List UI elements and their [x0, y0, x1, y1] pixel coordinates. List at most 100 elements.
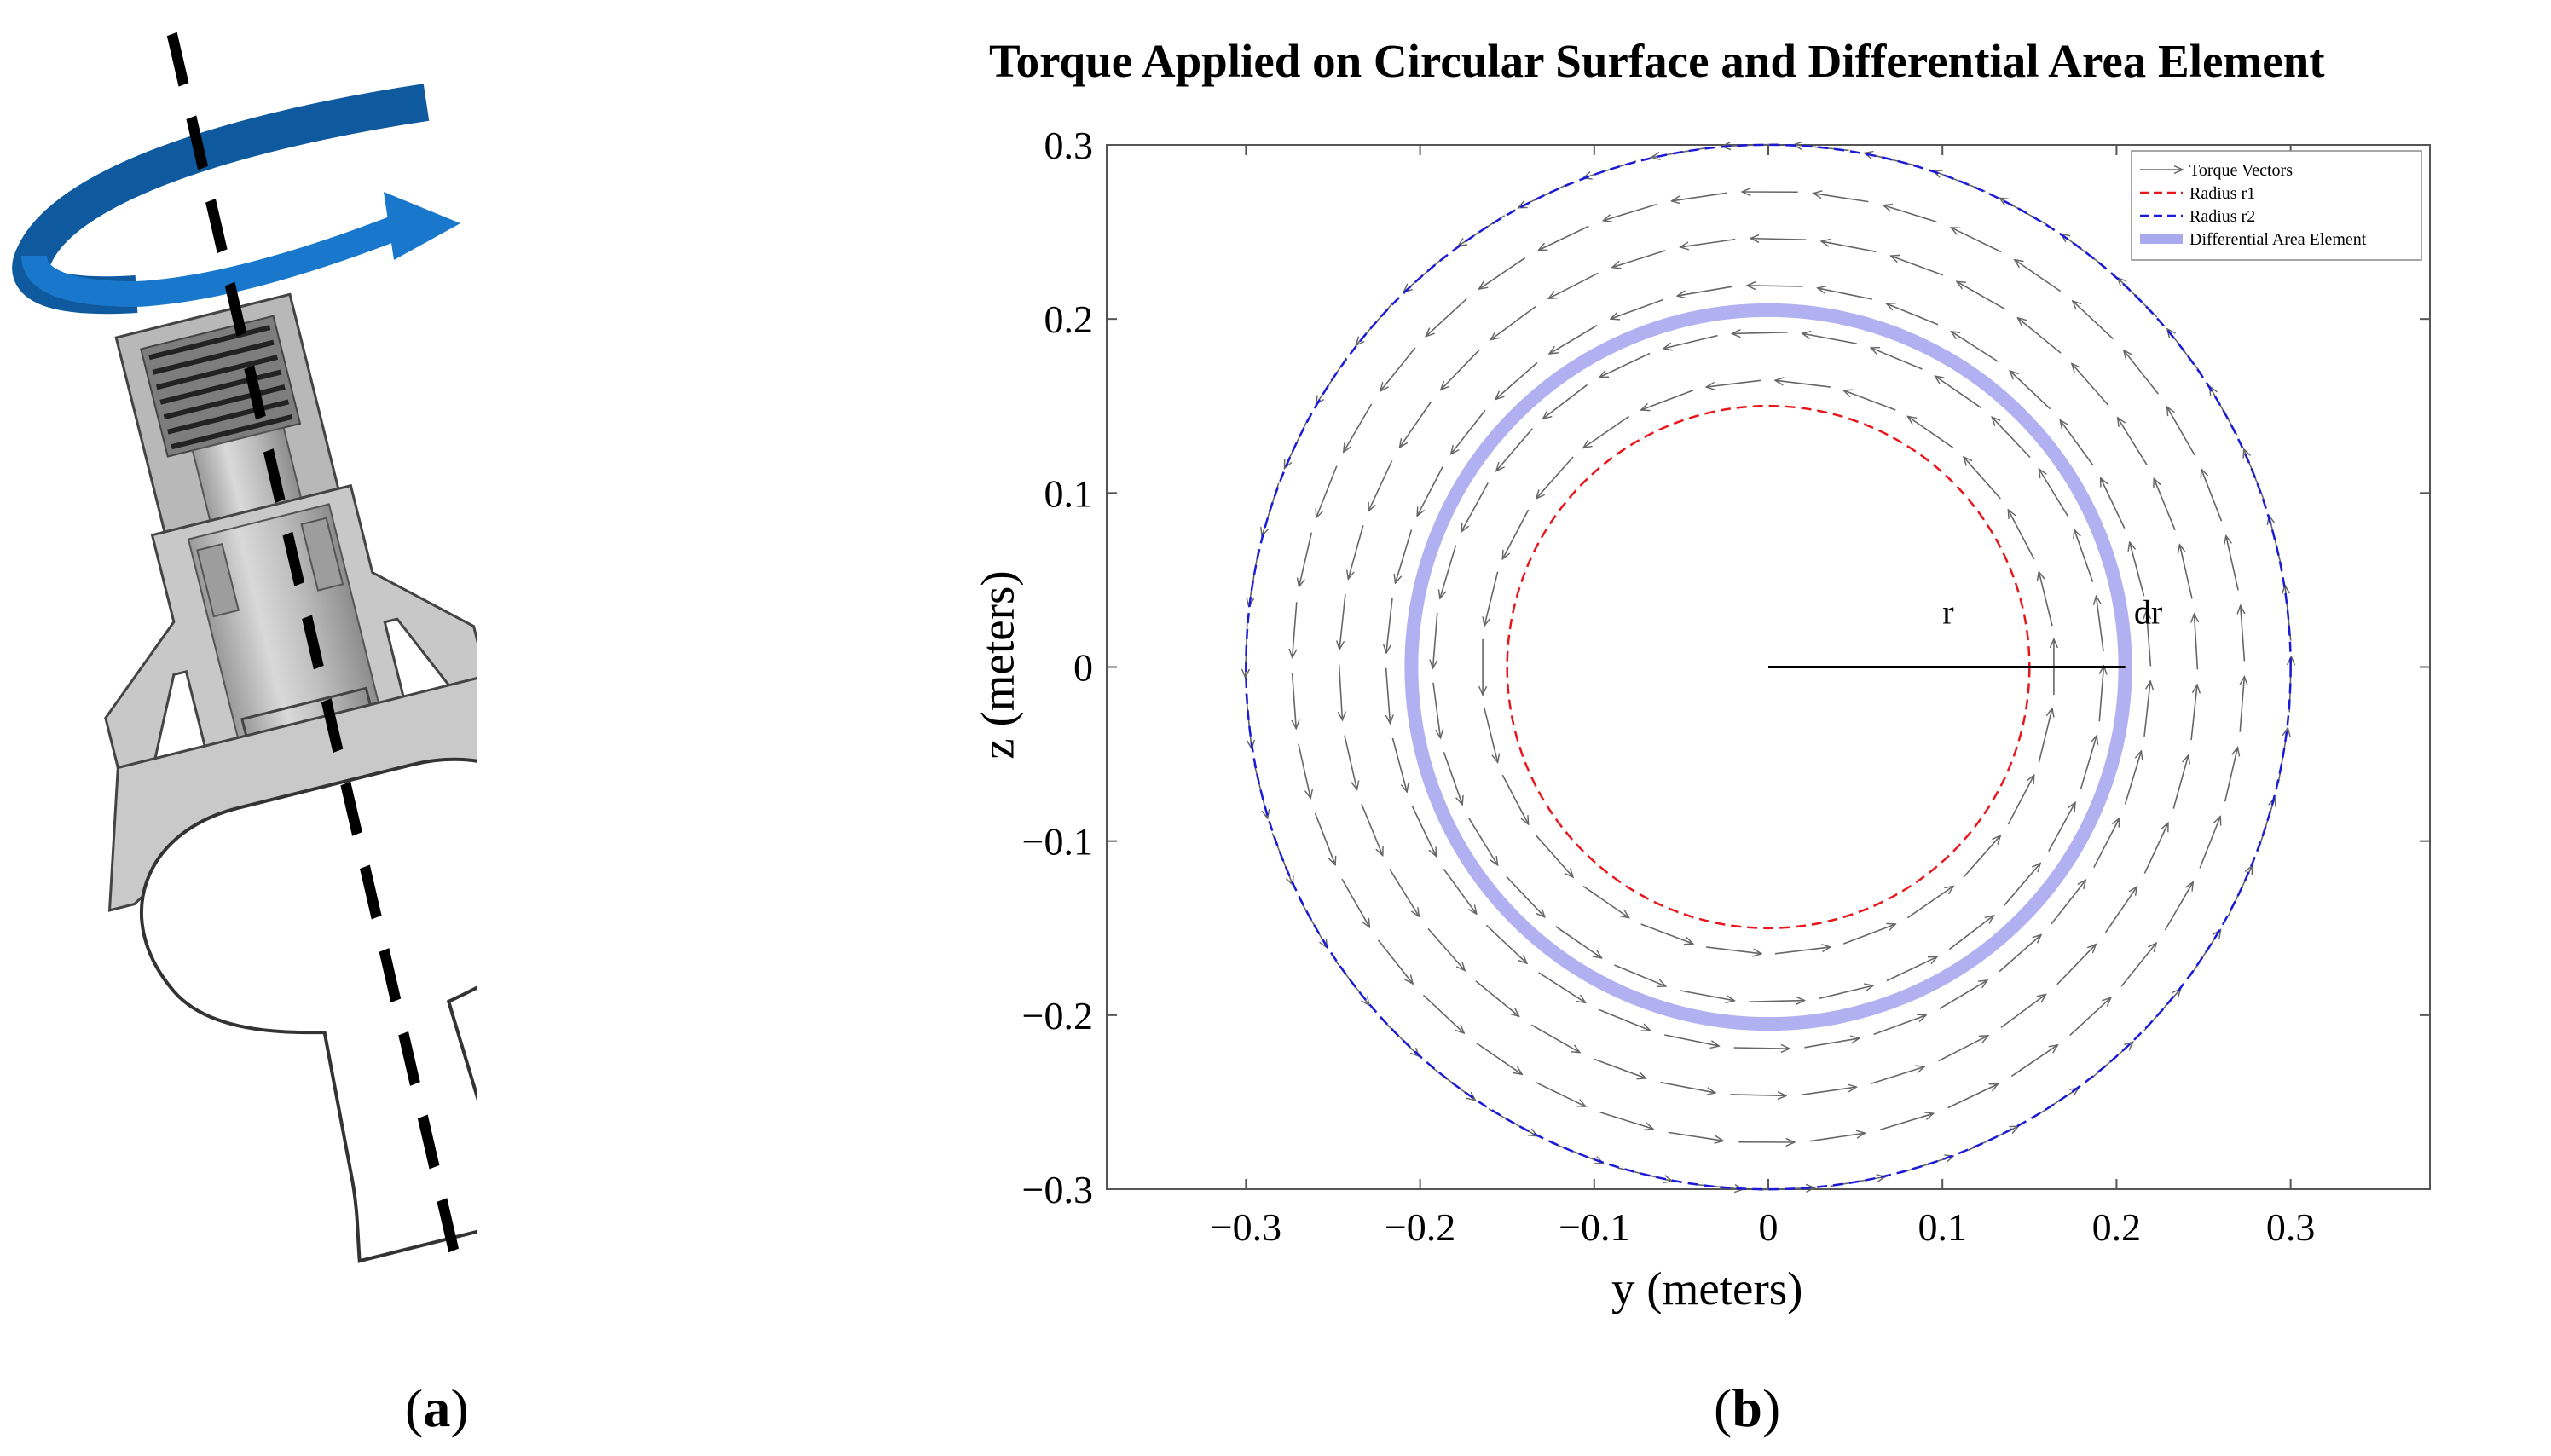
panel-a-label: (a)	[405, 1378, 469, 1438]
torque-vector-arrow	[1341, 878, 1369, 927]
torque-vector-arrow	[2073, 301, 2114, 340]
torque-vector-arrow	[1819, 985, 1873, 1000]
torque-vector-arrow	[2017, 318, 2062, 354]
torque-vector-arrow	[1293, 602, 1298, 657]
y-tick-label: 0.1	[1044, 471, 1094, 515]
torque-vector-arrow	[1443, 751, 1462, 805]
torque-vector-arrow	[1316, 465, 1338, 518]
torque-vector-arrow	[1813, 194, 1869, 203]
torque-vector-arrow	[1775, 380, 1831, 388]
torque-vector-arrow	[1641, 390, 1694, 410]
torque-vector-arrow	[1664, 1034, 1719, 1046]
torque-vector-arrow	[2124, 751, 2141, 805]
rotation-arrow-icon	[12, 84, 460, 315]
torque-vector-arrow	[1298, 743, 1310, 799]
torque-vector-arrow	[2241, 605, 2245, 662]
torque-vector-arrow	[1963, 835, 2000, 878]
torque-vector-arrow	[1871, 1066, 1924, 1084]
torque-vector-arrow	[1774, 947, 1831, 955]
torque-vector-arrow	[1506, 875, 1545, 916]
torque-vector-arrow	[2118, 418, 2148, 465]
torque-vector-arrow	[2124, 350, 2160, 395]
dr-label: dr	[2134, 592, 2162, 631]
torque-vector-arrow	[1299, 532, 1313, 587]
torque-vector-arrow	[1417, 465, 1443, 516]
torque-vector-arrow	[1361, 803, 1383, 855]
torque-vector-arrow	[1344, 735, 1357, 790]
torque-vector-arrow	[1611, 298, 1663, 320]
torque-vector-arrow	[1485, 924, 1527, 963]
torque-vector-arrow	[2226, 536, 2239, 591]
torque-vector-arrow	[1603, 204, 1657, 221]
torque-vector-arrow	[1484, 571, 1499, 626]
torque-vector-arrow	[1467, 817, 1497, 865]
torque-vector-arrow	[1842, 924, 1895, 945]
torque-vector-arrow	[2199, 817, 2220, 869]
torque-vector-arrow	[1804, 1038, 1859, 1049]
x-tick-label: −0.3	[1211, 1205, 1281, 1249]
radius-r2-circle	[1245, 143, 2292, 1191]
chart-title: Torque Applied on Circular Surface and D…	[989, 35, 2325, 87]
torque-vector-arrow	[2167, 407, 2195, 456]
torque-vector-arrow	[1583, 415, 1630, 448]
torque-vector-arrow	[1677, 286, 1732, 296]
x-tick-label: 0.1	[1918, 1205, 1967, 1249]
torque-vector-arrow	[1475, 1042, 1522, 1074]
torque-vector-arrow	[2172, 755, 2189, 809]
torque-vector-arrow	[1293, 673, 1297, 729]
torque-vector-arrow	[1680, 238, 1736, 247]
torque-vector-arrow	[2154, 478, 2176, 531]
torque-vector-arrow	[1538, 225, 1589, 250]
torque-vector-arrow	[2147, 610, 2151, 667]
torque-vector-arrow	[1377, 939, 1414, 984]
torque-vector-arrow	[1348, 525, 1364, 579]
torque-vector-arrow	[1479, 257, 1526, 290]
torque-vector-arrow	[1938, 1036, 1988, 1062]
y-tick-label: 0.3	[1044, 124, 1094, 167]
torque-vector-arrow	[2098, 666, 2103, 722]
radius-label: r	[1942, 592, 1953, 631]
legend-entry-label: Radius r2	[2189, 207, 2255, 226]
torque-vector-arrow	[2143, 681, 2150, 737]
torque-vector-arrow	[1706, 946, 1761, 954]
torque-vector-arrow	[1530, 1024, 1580, 1052]
torque-vector-arrow	[2224, 748, 2238, 802]
torque-vector-arrow	[2179, 545, 2193, 599]
torque-vector-arrow	[1368, 460, 1393, 511]
torque-vector-arrow	[2201, 469, 2223, 522]
torque-vector-arrow	[2004, 864, 2040, 906]
torque-vector-arrow	[1555, 926, 1602, 958]
torque-vector-arrow	[1935, 376, 1981, 408]
torque-vector-arrow	[1663, 334, 1718, 349]
torque-vector-arrow	[1802, 333, 1858, 344]
y-tick-label: 0.2	[1044, 298, 1094, 341]
panel-b-label: (b)	[1714, 1378, 1781, 1438]
torque-vector-arrow	[1939, 980, 1987, 1010]
torque-vector-arrow	[1951, 332, 1999, 362]
torque-vector-arrow	[1672, 192, 1727, 201]
torque-vector-arrow	[1730, 1095, 1786, 1096]
torque-vector-arrow	[1389, 869, 1419, 917]
torque-vector-arrow	[1484, 708, 1498, 762]
torque-vector-arrow	[1461, 482, 1489, 531]
x-tick-label: −0.2	[1385, 1205, 1455, 1249]
torque-vector-arrow	[2072, 364, 2109, 407]
torque-vector-arrow	[2130, 542, 2145, 597]
torque-vector-arrow	[2008, 510, 2035, 560]
torque-vector-arrow	[1907, 416, 1954, 449]
torque-vector-arrow	[1886, 303, 1939, 326]
torque-vector-arrow	[1733, 1048, 1790, 1049]
torque-vector-arrow	[1399, 401, 1432, 448]
torque-vector-arrow	[1496, 428, 1533, 471]
x-tick-label: −0.1	[1559, 1205, 1629, 1249]
torque-vector-arrow	[1749, 1001, 1804, 1002]
torque-vector-arrow	[1992, 417, 2031, 459]
torque-vector-arrow	[1593, 1058, 1646, 1078]
torque-vector-arrow	[1599, 352, 1651, 377]
torque-vector-arrow	[2120, 943, 2156, 987]
torque-vector-arrow	[2101, 478, 2126, 529]
torque-vector-arrow	[1535, 1081, 1586, 1107]
torque-vector-arrow	[1391, 737, 1407, 792]
torque-vector-arrow	[2056, 945, 2096, 985]
